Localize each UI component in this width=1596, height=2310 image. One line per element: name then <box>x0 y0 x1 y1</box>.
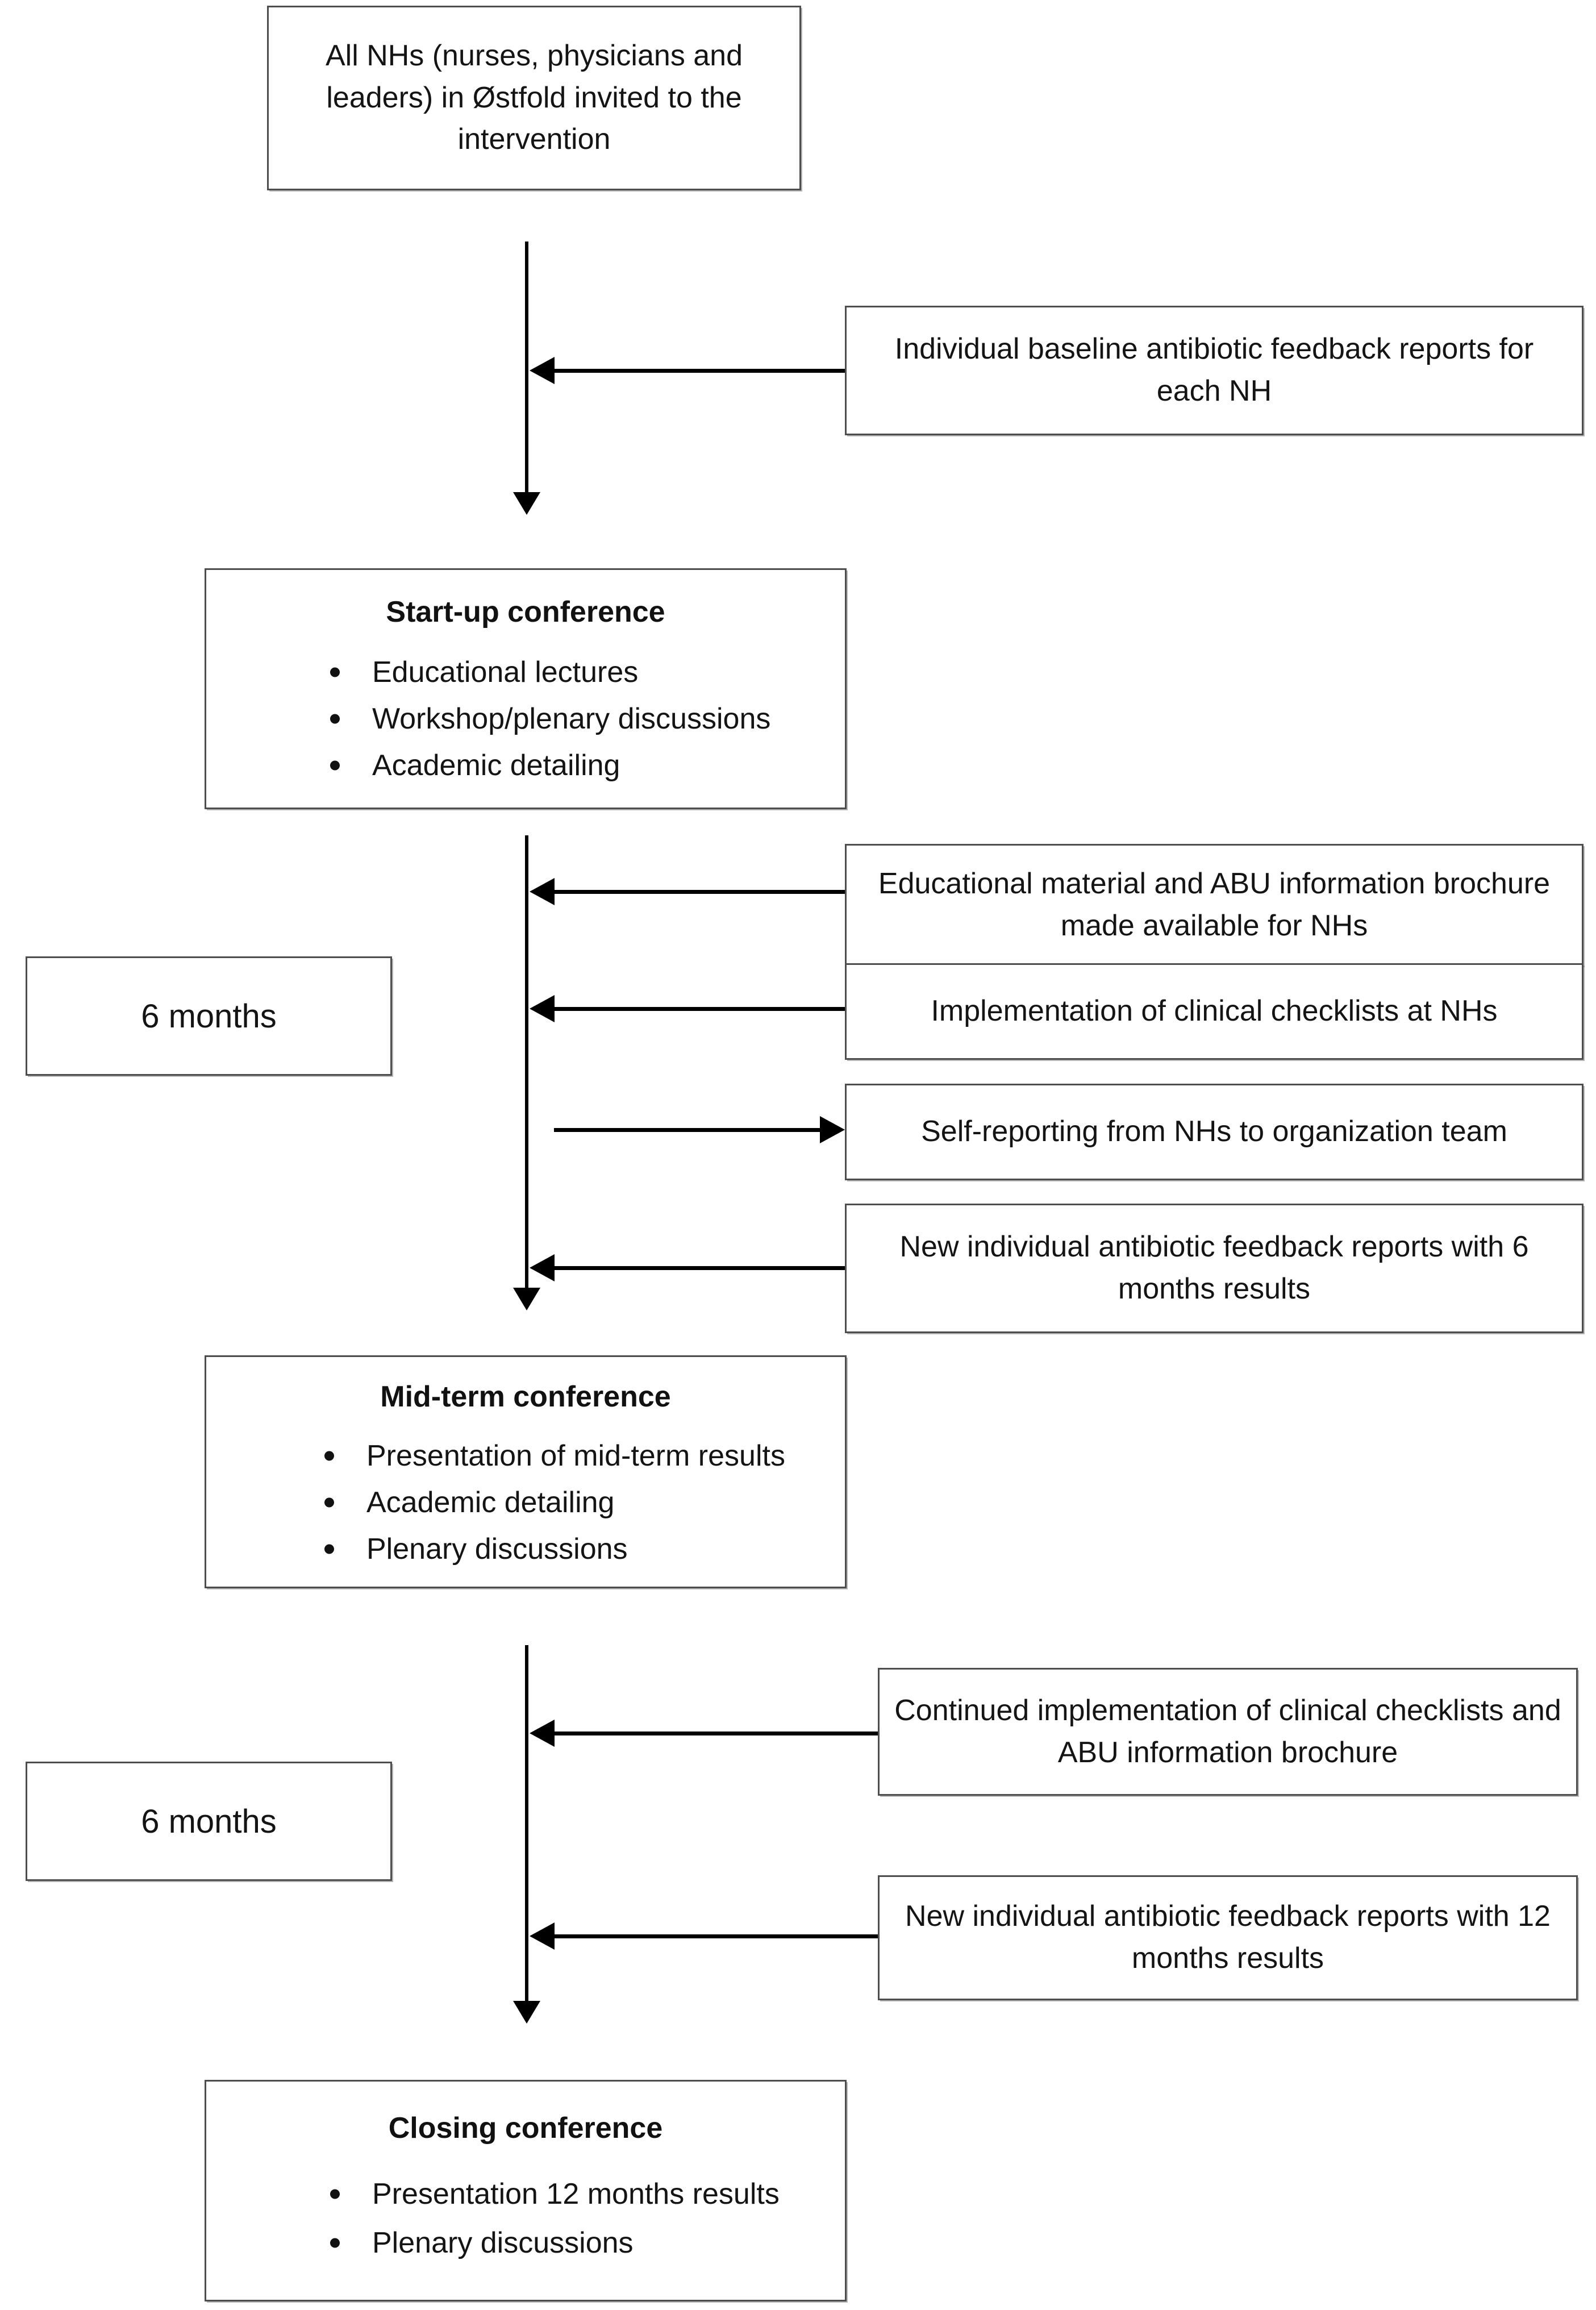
node-clinical-checklists-text: Implementation of clinical checklists at… <box>931 994 1498 1028</box>
node-midterm-conference-list: Presentation of mid-term results Academi… <box>206 1440 845 1566</box>
node-period-one-label-text: 6 months <box>141 997 277 1035</box>
connector-timeline-to-self-reporting-arrowhead <box>820 1116 845 1143</box>
node-clinical-checklists: Implementation of clinical checklists at… <box>845 963 1584 1060</box>
node-continued-implementation-text: Continued implementation of clinical che… <box>894 1693 1561 1769</box>
connector-clinical-checklists-to-timeline-arrowhead <box>530 995 555 1022</box>
node-invitation-text: All NHs (nurses, physicians and leaders)… <box>325 39 743 156</box>
node-invitation: All NHs (nurses, physicians and leaders)… <box>267 6 801 190</box>
connector-baseline-reports-to-timeline-arrowhead <box>530 357 555 384</box>
connector-startup-to-midterm-line <box>525 835 528 1290</box>
node-startup-conference-list: Educational lectures Workshop/plenary di… <box>206 656 845 782</box>
node-startup-conference-title: Start-up conference <box>386 596 665 629</box>
connector-midterm-to-closing-line <box>525 1645 528 2003</box>
connector-continued-implementation-to-timeline-arrowhead <box>530 1720 555 1747</box>
node-six-month-reports: New individual antibiotic feedback repor… <box>845 1204 1584 1333</box>
list-item: Workshop/plenary discussions <box>320 703 845 735</box>
node-period-one-label: 6 months <box>26 956 392 1076</box>
node-midterm-conference: Mid-term conference Presentation of mid-… <box>205 1355 847 1588</box>
connector-educational-material-to-timeline-line <box>554 890 845 894</box>
connector-six-month-reports-to-timeline-arrowhead <box>530 1254 555 1281</box>
node-twelve-month-reports-text: New individual antibiotic feedback repor… <box>905 1900 1551 1975</box>
node-six-month-reports-text: New individual antibiotic feedback repor… <box>899 1230 1529 1305</box>
node-continued-implementation: Continued implementation of clinical che… <box>878 1668 1578 1796</box>
connector-educational-material-to-timeline-arrowhead <box>530 878 555 905</box>
connector-six-month-reports-to-timeline-line <box>554 1266 845 1270</box>
connector-continued-implementation-to-timeline-line <box>554 1732 878 1735</box>
connector-baseline-reports-to-timeline-line <box>554 369 845 373</box>
node-period-two-label-text: 6 months <box>141 1803 277 1840</box>
connector-clinical-checklists-to-timeline-line <box>554 1007 845 1011</box>
node-twelve-month-reports: New individual antibiotic feedback repor… <box>878 1875 1578 2000</box>
connector-timeline-to-self-reporting-line <box>554 1128 821 1132</box>
connector-twelve-month-reports-to-timeline-line <box>554 1934 878 1938</box>
node-startup-conference: Start-up conference Educational lectures… <box>205 568 847 809</box>
node-educational-material: Educational material and ABU information… <box>845 844 1584 966</box>
node-educational-material-text: Educational material and ABU information… <box>878 867 1551 942</box>
list-item: Plenary discussions <box>314 1533 845 1565</box>
list-item: Academic detailing <box>320 750 845 781</box>
node-midterm-conference-title: Mid-term conference <box>380 1380 671 1413</box>
list-item: Plenary discussions <box>320 2227 845 2259</box>
connector-midterm-to-closing-arrowhead <box>513 2001 540 2024</box>
node-period-two-label: 6 months <box>26 1762 392 1881</box>
list-item: Presentation of mid-term results <box>314 1440 845 1472</box>
connector-invitation-to-startup-line <box>525 242 528 494</box>
node-baseline-reports: Individual baseline antibiotic feedback … <box>845 306 1584 435</box>
connector-invitation-to-startup-arrowhead <box>513 492 540 515</box>
list-item: Educational lectures <box>320 656 845 688</box>
node-baseline-reports-text: Individual baseline antibiotic feedback … <box>894 332 1534 407</box>
node-closing-conference: Closing conference Presentation 12 month… <box>205 2080 847 2301</box>
connector-startup-to-midterm-arrowhead <box>513 1288 540 1310</box>
node-self-reporting: Self-reporting from NHs to organization … <box>845 1084 1584 1180</box>
node-self-reporting-text: Self-reporting from NHs to organization … <box>921 1115 1507 1148</box>
node-closing-conference-title: Closing conference <box>388 2112 663 2145</box>
list-item: Presentation 12 months results <box>320 2178 845 2210</box>
list-item: Academic detailing <box>314 1487 845 1518</box>
node-closing-conference-list: Presentation 12 months results Plenary d… <box>206 2178 845 2259</box>
connector-twelve-month-reports-to-timeline-arrowhead <box>530 1922 555 1950</box>
